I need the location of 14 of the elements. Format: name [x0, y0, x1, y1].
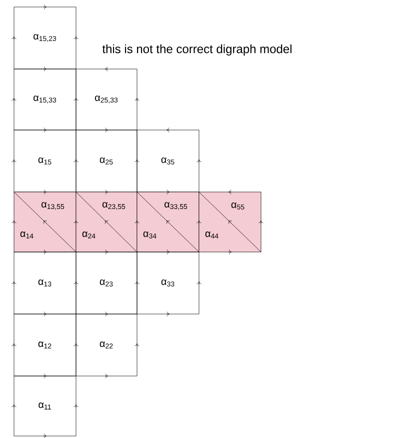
split-cell: α$_{13,55}$ α$_{14}$	[14, 192, 76, 252]
split-cell: α$_{55}$ α$_{44}$	[198, 192, 262, 252]
grid-cell: α$_{12}$	[14, 314, 76, 376]
grid-cell: α$_{11}$	[14, 376, 76, 436]
grid-cell: α$_{22}$	[76, 314, 138, 376]
split-cell: α$_{33,55}$ α$_{34}$	[136, 192, 200, 252]
split-cell: α$_{23,55}$ α$_{24}$	[76, 192, 138, 252]
grid-cell: α$_{33}$	[136, 252, 200, 314]
grid-cell: α$_{15,33}$	[14, 68, 76, 130]
title: this is not the correct digraph model	[102, 44, 292, 56]
grid-cell: α$_{13}$	[14, 252, 76, 314]
grid-cell: α$_{23}$	[76, 252, 138, 314]
grid-cell: α$_{15,23}$	[14, 6, 76, 70]
grid-cell: α$_{25,33}$	[76, 68, 138, 130]
